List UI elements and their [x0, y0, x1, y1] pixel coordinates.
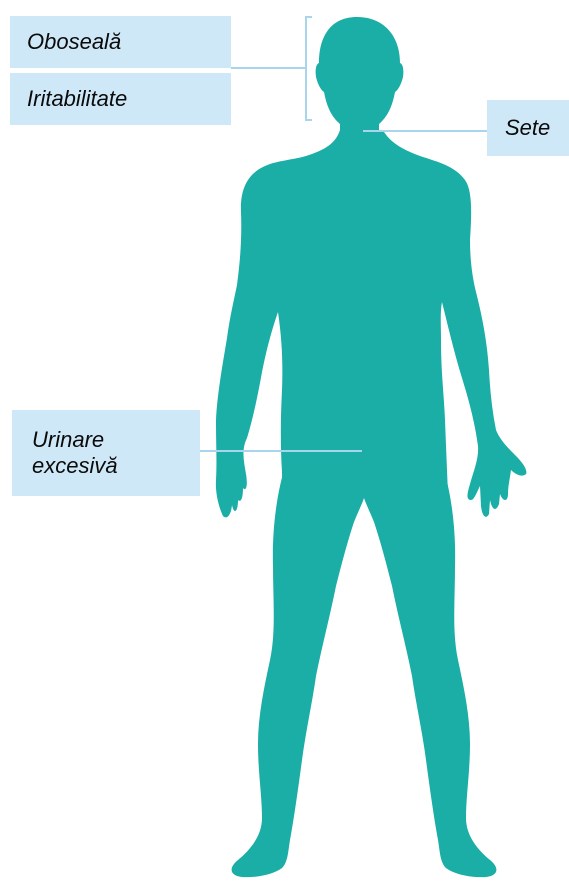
head-shape — [316, 17, 404, 140]
label-irritability: Iritabilitate — [10, 73, 231, 125]
label-thirst: Sete — [487, 100, 569, 156]
label-urination-line1: Urinare — [32, 427, 200, 453]
human-body-silhouette — [216, 17, 527, 877]
label-fatigue-text: Oboseală — [27, 29, 121, 54]
legs-shape — [232, 470, 497, 877]
label-irritability-text: Iritabilitate — [27, 86, 127, 111]
label-excessive-urination: Urinare excesivă — [12, 410, 200, 496]
label-urination-line2: excesivă — [32, 453, 200, 479]
torso-and-arms-shape — [216, 130, 527, 517]
head-bracket — [306, 17, 312, 120]
label-thirst-text: Sete — [505, 115, 550, 140]
label-fatigue: Oboseală — [10, 16, 231, 68]
